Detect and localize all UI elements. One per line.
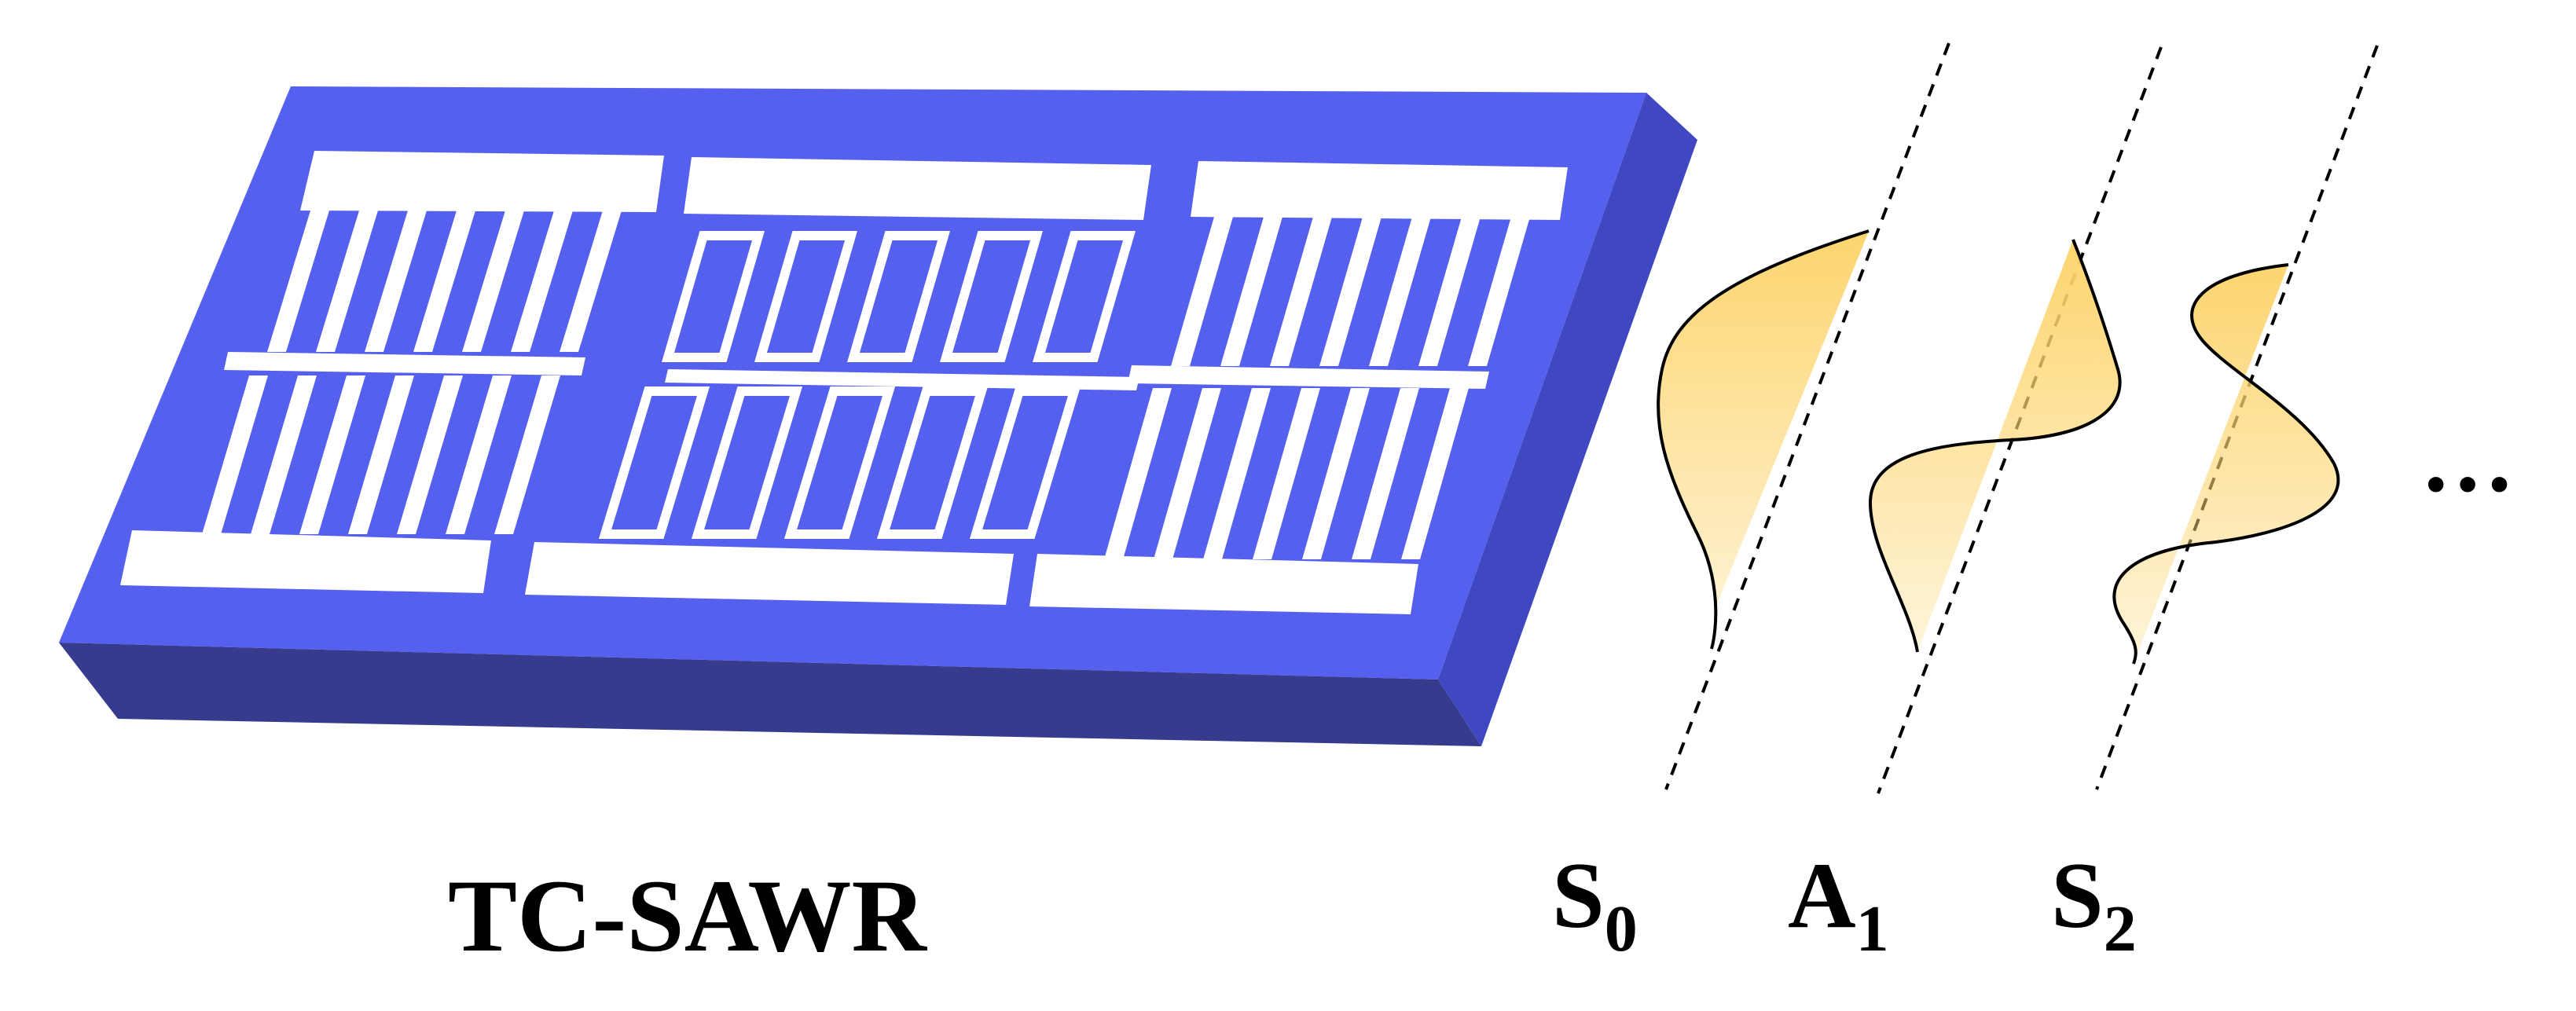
reflector-finger (1154, 388, 1221, 559)
device-label: TC-SAWR (448, 858, 927, 973)
reflector-finger (299, 375, 365, 534)
idt-finger (876, 386, 989, 539)
reflector-finger (1253, 388, 1320, 559)
substrate-side-face (1438, 93, 1697, 746)
reflector-finger (1369, 217, 1431, 366)
reflector-finger (1104, 388, 1172, 559)
mode-subscript-a1: 1 (1856, 892, 1889, 965)
reflector-finger (1319, 217, 1382, 366)
mode-letter-s0: S (1552, 843, 1605, 947)
reflector-finger (1418, 217, 1481, 366)
reflector-finger (251, 375, 317, 534)
reflector-finger (1352, 388, 1419, 559)
reflector-finger (1302, 388, 1370, 559)
s0-axis (1664, 42, 1950, 790)
reflector-finger (560, 211, 622, 352)
reflector-finger (511, 211, 573, 352)
reflector-finger (1270, 217, 1332, 366)
substrate-front-face (59, 643, 1481, 746)
idt-finger (662, 231, 765, 362)
mode-label-s0: S0 (1552, 843, 1638, 965)
electrode-pattern (120, 151, 1568, 614)
idt-finger (691, 386, 803, 539)
s2-mode-curve (2112, 263, 2340, 665)
reflector-finger (494, 375, 560, 534)
left-reflector-top-bus (300, 151, 664, 212)
reflector-finger (397, 375, 463, 534)
reflector-finger (202, 375, 268, 534)
reflector-finger (1171, 217, 1233, 366)
right-reflector-bottom-bus (1029, 554, 1418, 614)
reflector-finger (446, 375, 512, 534)
reflector-finger (1468, 217, 1530, 366)
left-reflector-bottom-bus (120, 530, 491, 593)
reflector-finger (1401, 388, 1469, 559)
reflector-finger (267, 211, 329, 352)
mode-shapes (1657, 42, 2379, 794)
reflector-finger (316, 211, 378, 352)
a1-mode-curve (1868, 239, 2122, 653)
reflector-finger (1220, 217, 1282, 366)
idt-finger (847, 231, 950, 362)
idt-finger (940, 231, 1043, 362)
right-reflector-fingers (1104, 217, 1530, 559)
left-reflector-fingers (202, 211, 622, 534)
reflector-finger (462, 211, 524, 352)
idt-top-bus (684, 157, 1151, 220)
idt-finger (969, 386, 1081, 539)
mode-label-a1: A1 (1788, 843, 1889, 965)
right-reflector-middle-strip (1128, 365, 1489, 389)
idt-fingers (598, 231, 1139, 539)
idt-bottom-bus (525, 542, 1014, 605)
right-reflector-top-bus (1191, 161, 1568, 220)
s2-mode-fill (2114, 265, 2339, 664)
reflector-finger (365, 211, 427, 352)
reflector-finger (413, 211, 475, 352)
mode-letter-s2: S (2051, 843, 2104, 947)
idt-finger (783, 386, 896, 539)
s0-mode-curve (1657, 229, 1870, 650)
idt-finger (598, 386, 710, 539)
a1-mode-fill (1870, 240, 2120, 652)
left-reflector-middle-strip (224, 352, 585, 375)
idt-finger (754, 231, 857, 362)
more-modes-ellipsis: … (2420, 407, 2515, 511)
mode-subscript-s2: 2 (2104, 892, 2137, 965)
reflector-finger (1203, 388, 1271, 559)
idt-finger (1033, 231, 1136, 362)
mode-subscript-s0: 0 (1605, 892, 1638, 965)
mode-letter-a1: A (1788, 843, 1856, 947)
reflector-finger (348, 375, 414, 534)
idt-center-strip (665, 369, 1139, 390)
mode-label-s2: S2 (2051, 843, 2137, 965)
s0-mode-fill (1658, 231, 1869, 649)
